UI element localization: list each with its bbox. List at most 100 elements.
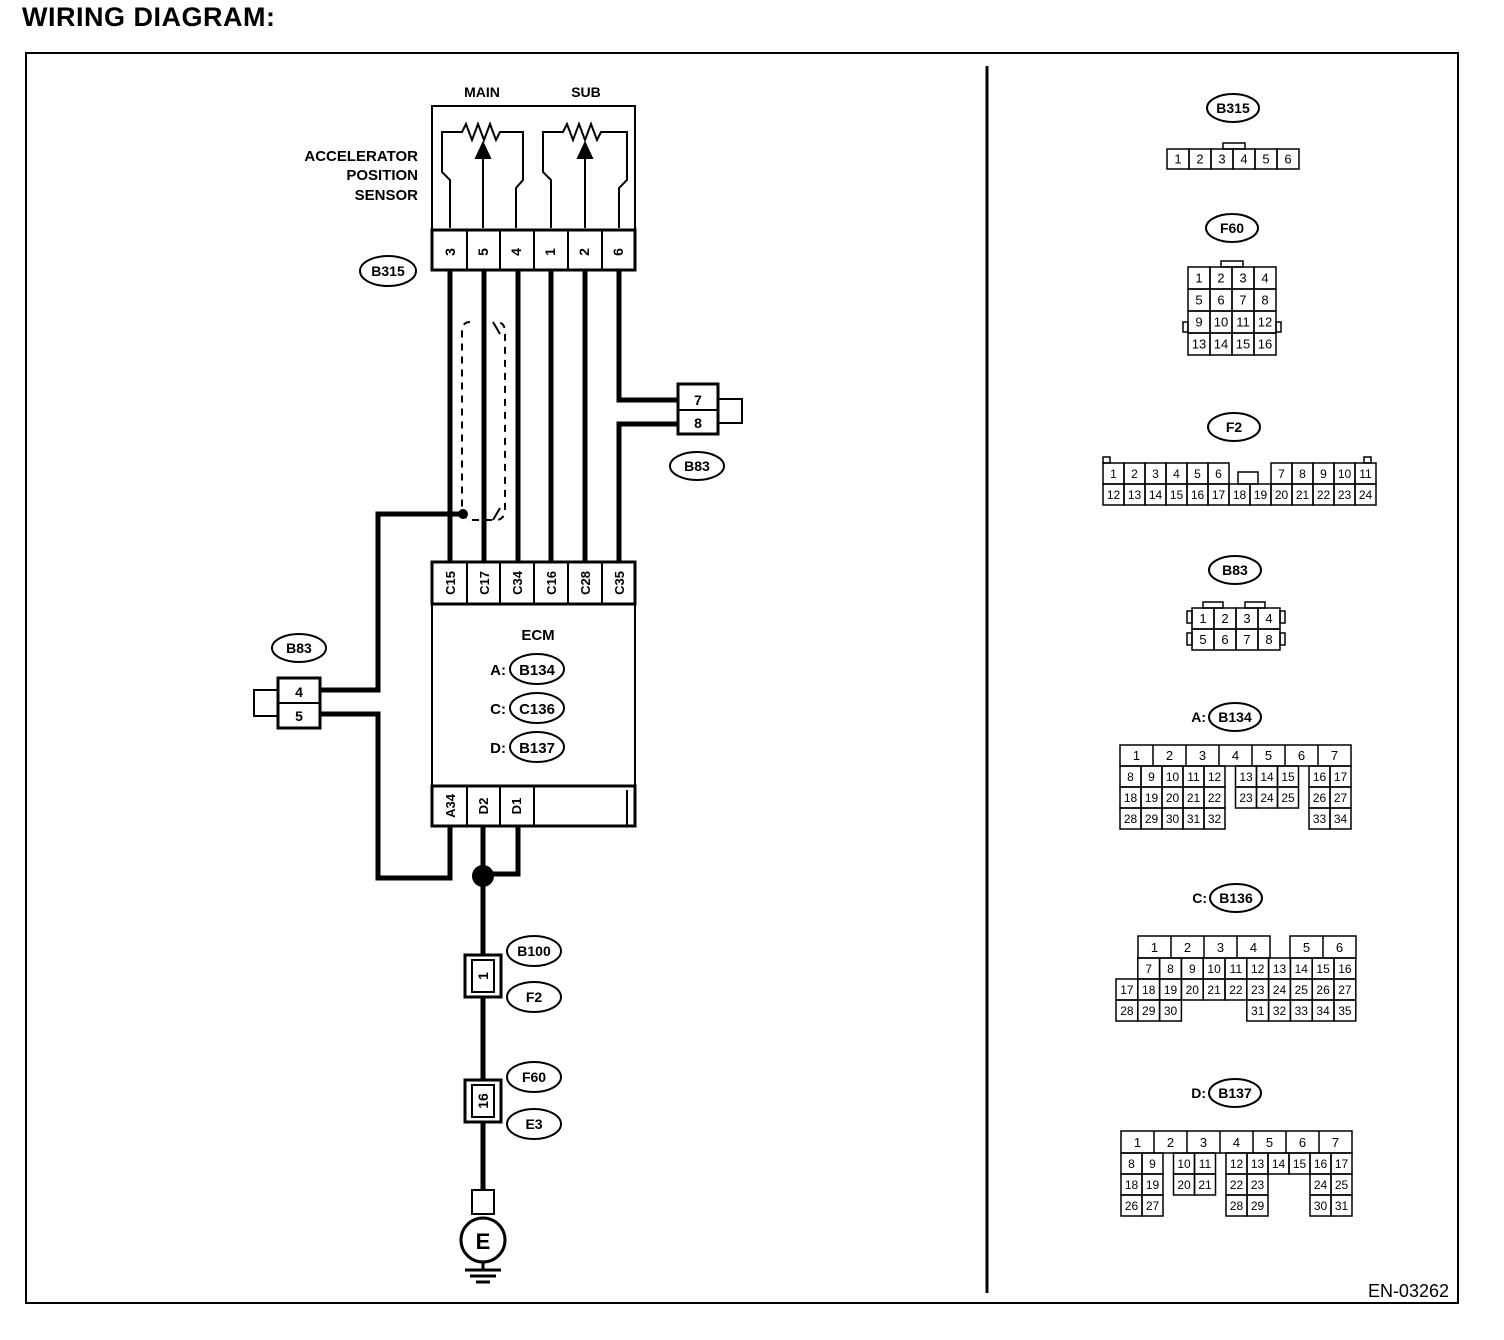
pin-number: 26 — [1316, 983, 1330, 997]
pin-number: 12 — [1208, 770, 1222, 784]
sub-potentiometer — [542, 121, 628, 228]
pin-number: 14 — [1214, 337, 1228, 352]
pin-number: 26 — [1125, 1199, 1139, 1213]
pin-cell — [1203, 807, 1226, 830]
pin-number: 10 — [1214, 315, 1228, 330]
pin-number: 12 — [1251, 962, 1265, 976]
connector-view-code: B315 — [1216, 100, 1250, 116]
pin-number: 4 — [1250, 940, 1257, 955]
pin-number: 8 — [1265, 632, 1272, 647]
pin-number: 7 — [1331, 748, 1338, 763]
connector-view-code: B83 — [1222, 562, 1248, 578]
pin-number: 29 — [1142, 1004, 1156, 1018]
ecm-pin: C15 — [443, 571, 458, 595]
connector-tag-b315 — [359, 255, 417, 287]
pin-number: 2 — [1131, 467, 1138, 481]
ecm-pin: C28 — [578, 571, 593, 595]
pin-number: 6 — [1284, 152, 1291, 167]
pin-number: 27 — [1338, 983, 1352, 997]
connector-view-tag: B315 — [1206, 93, 1260, 123]
pin-number: 19 — [1146, 1178, 1160, 1192]
pin-number: 31 — [1251, 1004, 1265, 1018]
pin-number: 2 — [1217, 271, 1224, 286]
joint-pin: 5 — [295, 708, 303, 724]
pin-number: 16 — [1258, 337, 1272, 352]
inline-tag: B100 — [517, 943, 551, 959]
pin-number: 32 — [1208, 812, 1222, 826]
pin-cell — [1158, 999, 1183, 1022]
pin-number: 30 — [1314, 1199, 1328, 1213]
pin-number: 1 — [1134, 1135, 1141, 1150]
pin-number: 13 — [1128, 488, 1142, 502]
connector-view-code: B137 — [1218, 1085, 1252, 1101]
pin-number: 1 — [1195, 271, 1202, 286]
joint-connector-b83-right: 7 8 B83 — [669, 382, 743, 481]
pin-number: 18 — [1233, 488, 1247, 502]
ecm-pin: A34 — [443, 793, 458, 818]
pin-number: 4 — [1173, 467, 1180, 481]
pin-number: 16 — [1314, 1157, 1328, 1171]
pin-number: 17 — [1335, 1157, 1349, 1171]
pin-number: 17 — [1334, 770, 1348, 784]
pin-number: 15 — [1316, 962, 1330, 976]
pin-number: 16 — [1313, 770, 1327, 784]
pin-cell — [1354, 483, 1377, 506]
pin-number: 25 — [1295, 983, 1309, 997]
pin-number: 2 — [1166, 748, 1173, 763]
pin-number: 7 — [1243, 632, 1250, 647]
sensor-pin: 3 — [442, 248, 458, 256]
pin-number: 21 — [1296, 488, 1310, 502]
inline-connector-1: 1 B100 F2 — [463, 935, 562, 1013]
connector-view-prefix: C: — [1192, 890, 1207, 906]
pin-number: 21 — [1207, 983, 1221, 997]
connector-view-code: B134 — [1218, 709, 1252, 725]
pin-number: 5 — [1195, 293, 1202, 308]
joint-pin: 4 — [295, 684, 303, 700]
ecm-pin: D1 — [509, 798, 524, 815]
figure-id: EN-03262 — [1368, 1281, 1449, 1301]
sub-label: SUB — [571, 84, 601, 100]
pin-cell — [1333, 999, 1357, 1022]
ecm-pin: D2 — [476, 798, 491, 815]
pin-number: 30 — [1164, 1004, 1178, 1018]
pin-number: 4 — [1232, 748, 1239, 763]
pin-number: 3 — [1218, 152, 1225, 167]
pin-number: 2 — [1167, 1135, 1174, 1150]
wire-8-c35 — [616, 421, 678, 562]
pin-number: 29 — [1145, 812, 1159, 826]
pin-number: 3 — [1239, 271, 1246, 286]
pin-number: 3 — [1152, 467, 1159, 481]
pin-number: 5 — [1194, 467, 1201, 481]
ecm-pin: C34 — [510, 570, 525, 595]
pin-number: 14 — [1260, 770, 1274, 784]
pin-number: 12 — [1258, 315, 1272, 330]
pin-number: 7 — [1239, 293, 1246, 308]
pin-number: 28 — [1120, 1004, 1134, 1018]
ecm-pin: C35 — [612, 571, 627, 595]
pin-number: 7 — [1145, 962, 1152, 976]
pin-number: 24 — [1359, 488, 1373, 502]
connector-tag-b315-label: B315 — [371, 263, 405, 279]
connector-view-prefix: A: — [1191, 709, 1206, 725]
pin-number: 20 — [1186, 983, 1200, 997]
pin-number: 12 — [1230, 1157, 1244, 1171]
pin-number: 3 — [1200, 1135, 1207, 1150]
pin-number: 11 — [1187, 770, 1200, 784]
pin-number: 6 — [1299, 1135, 1306, 1150]
pin-number: 11 — [1199, 1157, 1212, 1171]
inline-tag: F2 — [526, 989, 543, 1005]
pin-number: 10 — [1166, 770, 1180, 784]
connector-view-tag: F60 — [1205, 213, 1259, 243]
pin-number: 18 — [1142, 983, 1156, 997]
pin-number: 24 — [1260, 791, 1274, 805]
pin-number: 22 — [1229, 983, 1243, 997]
connector-view-prefix: D: — [1191, 1085, 1206, 1101]
joint-tag-label: B83 — [684, 458, 710, 474]
pin-number: 14 — [1295, 962, 1309, 976]
